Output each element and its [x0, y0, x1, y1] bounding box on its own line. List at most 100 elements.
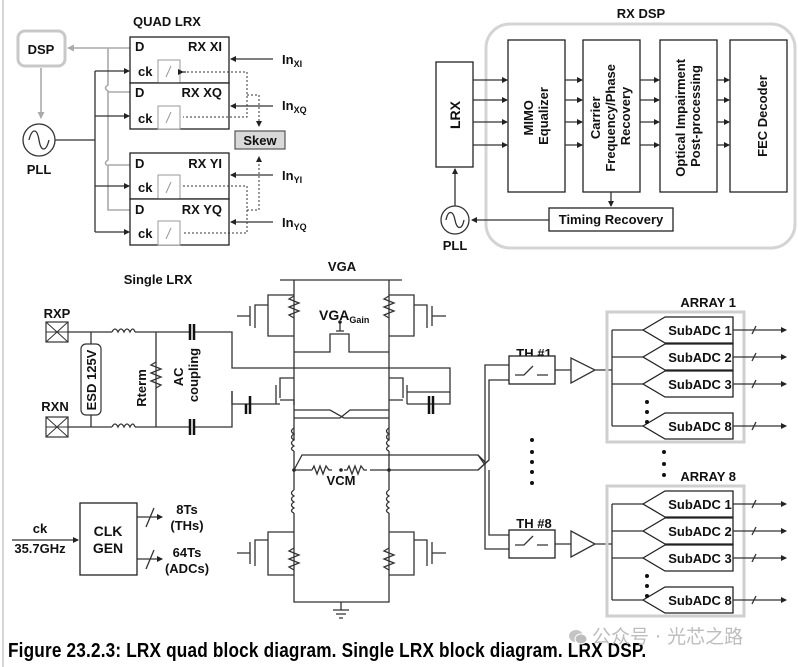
dsp-label: DSP: [28, 42, 55, 57]
rx-xq-block: D RX XQ ck: [129, 82, 230, 130]
watermark: 公众号 · 光芯之路: [568, 622, 743, 649]
inductor-icon: [290, 427, 296, 452]
adc-array-title: ARRAY 8: [680, 469, 736, 484]
clk-freq-label: 35.7GHz: [14, 541, 66, 556]
dsp-block-fec-decoder: [729, 39, 788, 193]
clk-input-label: ck: [33, 521, 48, 536]
svg-text:AC coupling: AC coupling: [171, 348, 201, 402]
switch-icon: [515, 365, 548, 376]
inductor-icon: [385, 489, 391, 514]
rx-name: RX YQ: [182, 202, 222, 217]
ground-icon: [333, 602, 349, 619]
dsp-block: [16, 29, 67, 68]
skew-block: [234, 130, 286, 150]
rx-ck-label: ck: [138, 64, 153, 79]
input-xq-label: InXQ: [282, 98, 307, 115]
rx-yi-block: D RX YI ck: [129, 152, 230, 200]
subadc-label: SubADC 3: [668, 377, 732, 392]
rx-ck-label: ck: [138, 180, 153, 195]
clk-out2-label: 64Ts: [173, 545, 202, 560]
rxp-label: RXP: [44, 306, 71, 321]
clk-gen-block: [79, 502, 138, 576]
inductor-icon: [111, 328, 136, 334]
adc-array-2: ARRAY 8 SubADC 1 SubADC 2 SubADC 3 SubADC 8: [605, 469, 787, 618]
esd-block: [80, 343, 102, 416]
rx-d-label: D: [135, 156, 144, 171]
subadc-label: SubADC 8: [668, 419, 732, 434]
clk-out2-sub: (ADCs): [165, 561, 209, 576]
lrx-label: LRX: [447, 100, 463, 129]
quad-lrx-section: QUAD LRX DSP PLL D RX XI ck: [16, 14, 307, 246]
subadc-label: SubADC 8: [668, 593, 732, 608]
rx-name: RX XQ: [182, 85, 222, 100]
rxn-label: RXN: [41, 399, 68, 414]
sine-wave-icon: [28, 130, 50, 150]
rx-dsp-title: RX DSP: [617, 6, 666, 21]
vga-gain-label: VGAGain: [319, 307, 369, 325]
th8-label: TH #8: [516, 516, 551, 531]
buffer-icon: [555, 356, 612, 385]
figure-caption: Figure 23.2.3: LRX quad block diagram. S…: [8, 640, 647, 662]
svg-text:Carrier Frequency/Phase: Carrier Frequency/Phase Recovery: [588, 60, 633, 171]
svg-text:FEC Decoder: FEC Decoder: [755, 75, 770, 157]
inductor-icon: [385, 427, 391, 452]
rx-dsp-container: [484, 22, 797, 250]
svg-text:InYI: InYI: [282, 168, 302, 185]
dsp-pll-label: PLL: [443, 238, 468, 253]
adc-array-frame: [605, 484, 746, 618]
svg-text:InYQ: InYQ: [282, 215, 307, 232]
rx-name: RX YI: [188, 156, 222, 171]
vga-title: VGA: [328, 259, 357, 274]
rterm-label: Rterm: [134, 369, 149, 407]
th1-block: [508, 355, 556, 385]
inductor-icon: [290, 489, 296, 514]
svg-text:VGAGain: VGAGain: [319, 307, 369, 325]
svg-text:Optical Impairment Post-: Optical Impairment Post-processing: [673, 55, 703, 176]
single-lrx-section: Single LRX VGA RXP RXN ESD 125V Rterm AC…: [12, 259, 787, 619]
pll-label: PLL: [27, 162, 52, 177]
clk-gen-label-2: GEN: [93, 540, 123, 556]
buffer-icon: [555, 529, 612, 559]
svg-text:InXI: InXI: [282, 52, 302, 69]
svg-text:InXQ: InXQ: [282, 98, 307, 115]
switch-icon: [515, 535, 548, 546]
clk-out1-label: 8Ts: [176, 502, 197, 517]
dsp-block-mimo: [507, 39, 566, 193]
esd-label: ESD 125V: [84, 349, 99, 410]
vcm-label: VCM: [327, 473, 356, 488]
adc-array-frame: [605, 310, 746, 444]
rx-ck-label: ck: [138, 111, 153, 126]
subadc-label: SubADC 2: [668, 524, 732, 539]
input-yq-label: InYQ: [282, 215, 307, 232]
rx-xi-block: D RX XI ck: [129, 36, 230, 84]
svg-text:MIMO Equalizer: MIMO Equalizer: [521, 87, 551, 145]
th8-block: [508, 529, 556, 559]
rx-name: RX XI: [188, 39, 222, 54]
clk-out1-sub: (THs): [170, 518, 203, 533]
rx-d-label: D: [135, 85, 144, 100]
inductor-icon: [111, 423, 136, 429]
rx-d-label: D: [135, 202, 144, 217]
input-xi-label: InXI: [282, 52, 302, 69]
dsp-block-carrier-recovery: [582, 39, 641, 193]
clk-gen-label-1: CLK: [94, 523, 123, 539]
subadc-label: SubADC 1: [668, 323, 732, 338]
lrx-block: [435, 61, 474, 168]
rx-ck-label: ck: [138, 226, 153, 241]
input-yi-label: InYI: [282, 168, 302, 185]
resistor-icon: [149, 361, 163, 389]
rx-yq-block: D RX YQ ck: [129, 198, 230, 246]
subadc-label: SubADC 1: [668, 497, 732, 512]
quad-lrx-title: QUAD LRX: [133, 14, 201, 29]
subadc-label: SubADC 2: [668, 350, 732, 365]
dsp-block-optical-impairment: [659, 39, 718, 193]
skew-label: Skew: [243, 133, 277, 148]
rx-dsp-section: RX DSP LRX MIMO Equalizer Carrier Freque…: [435, 6, 797, 253]
rx-d-label: D: [135, 39, 144, 54]
sine-wave-icon: [445, 211, 465, 229]
subadc-label: SubADC 3: [668, 551, 732, 566]
single-lrx-title: Single LRX: [124, 272, 193, 287]
wechat-icon: [569, 630, 588, 645]
